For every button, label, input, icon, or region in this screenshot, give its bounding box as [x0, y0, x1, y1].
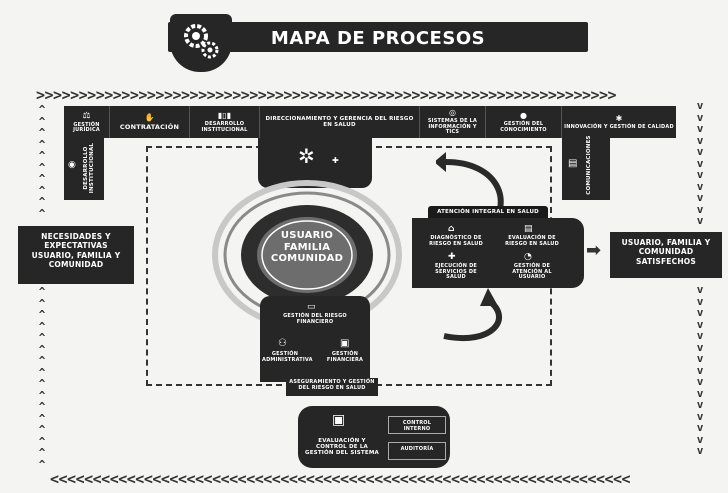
strategic-label: SISTEMAS DE LA INFORMACIÓN Y TICS	[427, 118, 478, 136]
center-label: USUARIO FAMILIA COMUNIDAD	[270, 230, 344, 264]
head-icon: ●	[520, 111, 527, 120]
evaluation-main-label: EVALUACIÓN Y CONTROL DE LA GESTIÓN DEL S…	[305, 438, 379, 457]
diagnosis-icon: ⌂	[448, 224, 455, 234]
left-vertical-tab: ◉ DESARROLLO INSTITUCIONAL	[64, 136, 104, 200]
strategic-item-desarrollo: ▮▯▮ DESARROLLO INSTITUCIONAL	[190, 106, 260, 138]
finance-icon: ▣	[340, 338, 350, 349]
title-banner: MAPA DE PROCESOS	[168, 22, 588, 52]
strategic-label: GESTIÓN DEL CONOCIMIENTO	[500, 121, 547, 133]
attention-item-4: GESTIÓN DE ATENCIÓN AL USUARIO	[512, 263, 552, 280]
attention-block: ⌂ DIAGNÓSTICO DE RIESGO EN SALUD ✚ EJECU…	[412, 218, 584, 288]
right-arrow-icon: ➡	[586, 240, 602, 261]
support-block: ▭ GESTIÓN DEL RIESGO FINANCIERO ⚇ GESTIÓ…	[260, 296, 370, 382]
right-vertical-tab: ▤ COMUNICACIONES	[562, 135, 610, 200]
attention-grid: ⌂ DIAGNÓSTICO DE RIESGO EN SALUD ✚ EJECU…	[412, 218, 584, 288]
support-footer-label: ASEGURAMIENTO Y GESTIÓN DEL RIESGO EN SA…	[289, 379, 375, 391]
evaluation-block: ▣ EVALUACIÓN Y CONTROL DE LA GESTIÓN DEL…	[298, 406, 450, 468]
attention-header-label: ATENCIÓN INTEGRAL EN SALUD	[437, 209, 539, 215]
auditoria-box: AUDITORÍA	[388, 442, 446, 460]
auditoria-label: AUDITORÍA	[400, 446, 434, 452]
globe-icon: ◎	[449, 108, 456, 118]
right-chevron-column-top: v v v v v v v v v v v	[696, 100, 704, 227]
gear-icon: ✲	[298, 144, 315, 168]
top-chevron-row: >>>>>>>>>>>>>>>>>>>>>>>>>>>>>>>>>>>>>>>>…	[36, 86, 617, 104]
strategic-label: DESARROLLO INSTITUCIONAL	[201, 121, 248, 133]
attention-header: ATENCIÓN INTEGRAL EN SALUD	[428, 206, 548, 218]
attention-item-3: EVALUACIÓN DE RIESGO EN SALUD	[505, 235, 559, 247]
strategic-item-juridica: ⚖ GESTIÓN JURÍDICA	[64, 106, 110, 138]
clipboard-icon: ▣	[332, 412, 346, 428]
handshake-icon: ✋	[144, 112, 155, 122]
evaluation-icon: ▤	[524, 224, 533, 234]
org-chart-icon: ⚇	[278, 338, 287, 349]
left-needs-box: NECESIDADES Y EXPECTATIVAS USUARIO, FAMI…	[18, 226, 134, 284]
attention-item-2: EJECUCIÓN DE SERVICIOS DE SALUD	[434, 263, 478, 280]
support-item-2: GESTIÓN ADMINISTRATIVA	[262, 351, 313, 363]
support-item-1: GESTIÓN DEL RIESGO FINANCIERO	[283, 313, 347, 325]
strategic-label: DIRECCIONAMIENTO Y GERENCIA DEL RIESGO E…	[265, 115, 414, 128]
support-footer: ASEGURAMIENTO Y GESTIÓN DEL RIESGO EN SA…	[286, 378, 378, 396]
strategic-item-direccionamiento: DIRECCIONAMIENTO Y GERENCIA DEL RIESGO E…	[260, 106, 420, 138]
left-chevron-column-bottom: ^ ^ ^ ^ ^ ^ ^ ^ ^ ^ ^ ^ ^ ^ ^ ^	[38, 286, 46, 466]
title-text: MAPA DE PROCESOS	[270, 28, 486, 49]
strategic-label: GESTIÓN JURÍDICA	[73, 121, 100, 133]
strategic-item-contratacion: ✋ CONTRATACIÓN	[110, 106, 190, 138]
strategic-bar: ⚖ GESTIÓN JURÍDICA ✋ CONTRATACIÓN ▮▯▮ DE…	[64, 106, 676, 138]
scale-icon: ⚖	[82, 110, 91, 121]
top-gear-block: ✲ ✚	[258, 138, 372, 188]
cross-icon: ✚	[332, 156, 339, 165]
right-vertical-label: COMUNICACIONES	[585, 135, 592, 195]
center-ring	[212, 180, 402, 330]
gears-icon	[170, 14, 232, 72]
gear-bulb-icon: ✱	[615, 113, 623, 123]
attention-item-1: DIAGNÓSTICO DE RIESGO EN SALUD	[429, 235, 483, 247]
left-needs-label: NECESIDADES Y EXPECTATIVAS USUARIO, FAMI…	[31, 232, 121, 270]
execution-icon: ✚	[448, 252, 456, 262]
right-satisfied-label: USUARIO, FAMILIA Y COMUNIDAD SATISFECHOS	[621, 238, 711, 266]
left-chevron-column-top: ^ ^ ^ ^ ^ ^ ^ ^ ^ ^	[38, 104, 46, 216]
chart-icon: ▮▯▮	[217, 111, 232, 120]
bottom-chevron-row: <<<<<<<<<<<<<<<<<<<<<<<<<<<<<<<<<<<<<<<<…	[50, 470, 631, 488]
strategic-item-sistemas: ◎ SISTEMAS DE LA INFORMACIÓN Y TICS	[420, 106, 486, 138]
strategic-item-innovacion: ✱ INNOVACIÓN Y GESTIÓN DE CALIDAD	[562, 106, 676, 138]
document-icon: ▤	[568, 158, 578, 169]
target-icon: ◉	[68, 160, 76, 170]
left-vertical-label: DESARROLLO INSTITUCIONAL	[82, 142, 95, 194]
right-satisfied-box: USUARIO, FAMILIA Y COMUNIDAD SATISFECHOS	[610, 232, 722, 278]
control-interno-label: CONTROL INTERNO	[402, 420, 432, 432]
strategic-label: CONTRATACIÓN	[119, 122, 180, 131]
strategic-label: INNOVACIÓN Y GESTIÓN DE CALIDAD	[564, 123, 674, 130]
speech-icon: ◔	[524, 252, 532, 262]
money-icon: ▭	[307, 302, 316, 312]
control-interno-box: CONTROL INTERNO	[388, 416, 446, 434]
right-chevron-column-bottom: v v v v v v v v v v v v v v v	[696, 284, 704, 457]
strategic-item-conocimiento: ● GESTIÓN DEL CONOCIMIENTO	[486, 106, 562, 138]
support-item-3: GESTIÓN FINANCIERA	[326, 351, 364, 363]
